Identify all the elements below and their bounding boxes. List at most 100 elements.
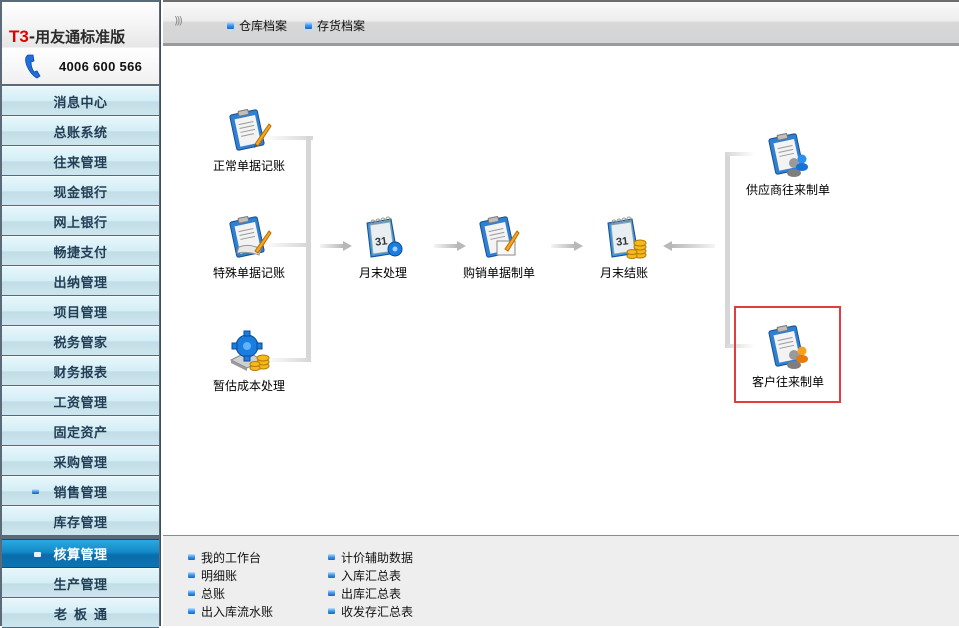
sidebar-item-label: 固定资产 — [53, 425, 108, 441]
bullet-icon — [188, 572, 195, 578]
normal-document-posting-node[interactable]: 正常单据记账 — [194, 106, 304, 174]
sidebar-item-fixed-assets[interactable]: 固定资产 — [2, 416, 159, 446]
link-label: 存货档案 — [317, 19, 366, 33]
quick-links-col-2: 计价辅助数据 入库汇总表 出库汇总表 收发存汇总表 — [328, 548, 413, 620]
sidebar-item-cashier[interactable]: 出纳管理 — [2, 266, 159, 296]
sidebar-item-label: 往来管理 — [53, 155, 108, 171]
sidebar-item-label: 项目管理 — [53, 305, 108, 321]
sidebar-item-online-bank[interactable]: 网上银行 — [2, 206, 159, 236]
flow-arrow-left-icon — [663, 241, 715, 251]
warehouse-archive-link[interactable]: 仓库档案 — [227, 17, 287, 34]
calendar-coins-icon: 31 — [607, 216, 647, 259]
sidebar-item-label: 畅捷支付 — [53, 245, 108, 261]
link-label: 我的工作台 — [201, 550, 262, 565]
link-label: 总账 — [201, 586, 226, 601]
sidebar-item-project[interactable]: 项目管理 — [2, 296, 159, 326]
calendar-gear-icon: 31 — [366, 216, 403, 258]
special-document-posting-node[interactable]: 特殊单据记账 — [194, 213, 304, 281]
connector-line — [725, 344, 755, 348]
svg-text:31: 31 — [374, 235, 388, 249]
connector-line — [725, 152, 755, 156]
node-label: 供应商往来制单 — [745, 183, 830, 197]
connector-line — [263, 243, 307, 247]
module-nav: 消息中心 总账系统 往来管理 现金银行 网上银行 畅捷支付 出纳管理 项目管理 … — [2, 86, 159, 628]
bullet-icon — [188, 554, 195, 560]
flow-arrow-right-icon — [551, 241, 583, 251]
phone-icon — [25, 54, 41, 79]
collapse-chevron-icon[interactable]: ))) — [174, 14, 183, 27]
bullet-icon — [328, 590, 335, 596]
link-label: 出库汇总表 — [341, 586, 402, 601]
brand-logo: T3-用友通标准版 4006 600 566 — [2, 2, 159, 84]
link-label: 明细账 — [201, 568, 238, 583]
sidebar-item-purchasing[interactable]: 采购管理 — [2, 446, 159, 476]
customer-voucher-node[interactable]: 客户往来制单 — [733, 322, 843, 390]
sidebar-item-label: 税务管家 — [53, 335, 108, 351]
bullet-icon — [188, 608, 195, 614]
sidebar-item-label: 采购管理 — [53, 455, 108, 471]
sidebar-item-quick-pay[interactable]: 畅捷支付 — [2, 236, 159, 266]
sidebar-item-payroll[interactable]: 工资管理 — [2, 386, 159, 416]
link-label: 计价辅助数据 — [341, 550, 414, 565]
issue-summary-link[interactable]: 出库汇总表 — [328, 584, 413, 602]
in-out-journal-link[interactable]: 出入库流水账 — [188, 602, 273, 620]
svg-text:31: 31 — [615, 235, 629, 249]
receipt-summary-link[interactable]: 入库汇总表 — [328, 566, 413, 584]
sidebar-item-tax[interactable]: 税务管家 — [2, 326, 159, 356]
detail-ledger-link[interactable]: 明细账 — [188, 566, 273, 584]
sidebar-item-sales[interactable]: 销售管理 — [2, 476, 159, 506]
sidebar-item-label: 工资管理 — [53, 395, 108, 411]
sidebar-item-label: 核算管理 — [53, 548, 108, 563]
sidebar: T3-用友通标准版 4006 600 566 消息中心 总账系统 往来管理 现金… — [0, 0, 161, 628]
sidebar-item-label: 财务报表 — [53, 365, 108, 381]
link-label: 仓库档案 — [239, 19, 288, 33]
link-label: 入库汇总表 — [341, 568, 402, 583]
sidebar-item-financial-reports[interactable]: 财务报表 — [2, 356, 159, 386]
gear-coins-icon — [229, 330, 270, 371]
sidebar-item-cash-bank[interactable]: 现金银行 — [2, 176, 159, 206]
node-label: 月末处理 — [358, 266, 407, 280]
connector-line — [263, 358, 311, 362]
valuation-aux-data-link[interactable]: 计价辅助数据 — [328, 548, 413, 566]
supplier-voucher-node[interactable]: 供应商往来制单 — [733, 130, 843, 198]
estimated-cost-processing-node[interactable]: 暂估成本处理 — [194, 326, 304, 394]
sidebar-item-costing[interactable]: 核算管理 — [2, 539, 159, 568]
sidebar-item-label: 销售管理 — [53, 485, 108, 501]
sidebar-item-message-center[interactable]: 消息中心 — [2, 86, 159, 116]
node-label: 正常单据记账 — [212, 159, 285, 173]
clipboard-user-icon — [768, 133, 808, 177]
bullet-icon — [227, 22, 234, 29]
quick-links-col-1: 我的工作台 明细账 总账 出入库流水账 — [188, 548, 273, 620]
sidebar-item-label: 网上银行 — [53, 215, 108, 231]
sidebar-item-receivables-payables[interactable]: 往来管理 — [2, 146, 159, 176]
node-label: 客户往来制单 — [751, 375, 824, 389]
inventory-archive-link[interactable]: 存货档案 — [305, 17, 365, 34]
stock-movement-summary-link[interactable]: 收发存汇总表 — [328, 602, 413, 620]
link-label: 收发存汇总表 — [341, 604, 414, 619]
sidebar-item-boss-link[interactable]: 老板通 — [2, 598, 159, 628]
month-end-close-node[interactable]: 31 月末结账 — [569, 213, 679, 281]
brand-title: T3-用友通标准版 — [9, 26, 125, 47]
bullet-icon — [328, 554, 335, 560]
brand-name: -用友通标准版 — [28, 28, 126, 46]
active-bullet-icon — [34, 552, 41, 557]
sidebar-item-label: 老板通 — [53, 607, 114, 623]
clipboard-user-icon — [768, 325, 808, 369]
clipboard-pen-icon — [229, 216, 272, 258]
sidebar-item-label: 出纳管理 — [53, 275, 108, 291]
costing-flow-diagram: 正常单据记账 特殊单据记账 暂估成本处理 — [163, 46, 959, 535]
top-toolbar: ))) 仓库档案 存货档案 — [163, 0, 959, 46]
sidebar-item-general-ledger[interactable]: 总账系统 — [2, 116, 159, 146]
my-workbench-link[interactable]: 我的工作台 — [188, 548, 273, 566]
bullet-icon — [328, 608, 335, 614]
link-label: 出入库流水账 — [201, 604, 274, 619]
general-ledger-link[interactable]: 总账 — [188, 584, 273, 602]
bullet-icon — [188, 590, 195, 596]
sidebar-item-inventory[interactable]: 库存管理 — [2, 506, 159, 536]
sidebar-item-production[interactable]: 生产管理 — [2, 568, 159, 598]
purchase-sales-voucher-node[interactable]: 购销单据制单 — [444, 213, 554, 281]
month-end-processing-node[interactable]: 31 月末处理 — [328, 213, 438, 281]
sidebar-item-label: 库存管理 — [53, 515, 108, 531]
bullet-icon — [328, 572, 335, 578]
sidebar-item-label: 现金银行 — [53, 185, 108, 201]
